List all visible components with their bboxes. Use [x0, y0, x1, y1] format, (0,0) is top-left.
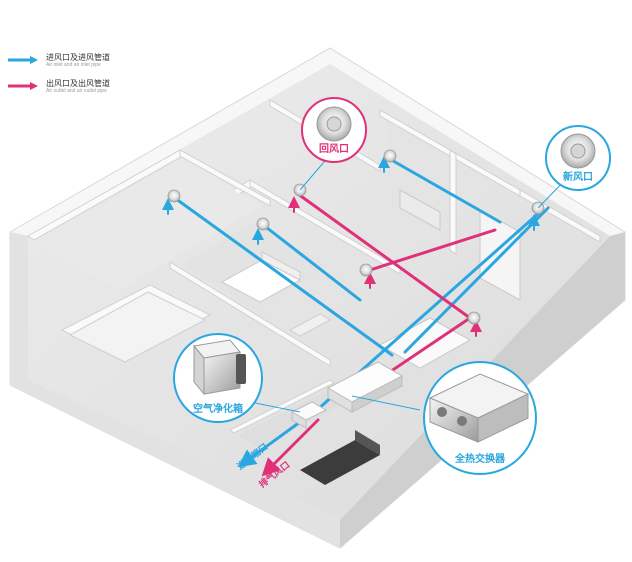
heat-exchanger-unit [326, 361, 404, 413]
callout-air-purifier-label: 空气净化箱 [193, 402, 243, 415]
outlet-duct-main [296, 192, 472, 320]
air-purifier-unit [290, 401, 328, 429]
inlet-duct-main [170, 194, 394, 357]
blue-arrow-icon [8, 56, 38, 64]
legend-inlet-title: 进风口及进风管道 [46, 53, 110, 62]
pink-arrow-icon [8, 82, 38, 90]
vent-icon [256, 217, 270, 231]
vent-arrows [162, 156, 540, 337]
callout-fresh-vent-label: 新风口 [563, 170, 593, 183]
callout-return-vent-label: 回风口 [319, 143, 349, 155]
legend-inlet-subtitle: Air inlet and air inlet pipe [46, 62, 101, 68]
legend-item-outlet: 出风口及出风管道 Air outlet and air outlet pipe [8, 78, 208, 104]
legend-outlet-title: 出风口及出风管道 [46, 79, 110, 88]
callout-air-purifier: 空气净化箱 [173, 333, 263, 423]
legend: 进风口及进风管道 Air inlet and air inlet pipe 出风… [8, 52, 208, 104]
callout-heat-exchanger: 全热交换器 [423, 361, 537, 475]
vent-icon [467, 311, 481, 325]
vent-icon [383, 149, 397, 163]
callout-fresh-vent: 新风口 [545, 125, 611, 191]
callout-return-vent: 回风口 [301, 97, 367, 163]
legend-outlet-subtitle: Air outlet and air outlet pipe [46, 88, 107, 94]
vent-icon [167, 189, 181, 203]
callout-heat-exchanger-label: 全热交换器 [454, 452, 506, 465]
legend-item-inlet: 进风口及进风管道 Air inlet and air inlet pipe [8, 52, 208, 78]
vent-icon [359, 263, 373, 277]
